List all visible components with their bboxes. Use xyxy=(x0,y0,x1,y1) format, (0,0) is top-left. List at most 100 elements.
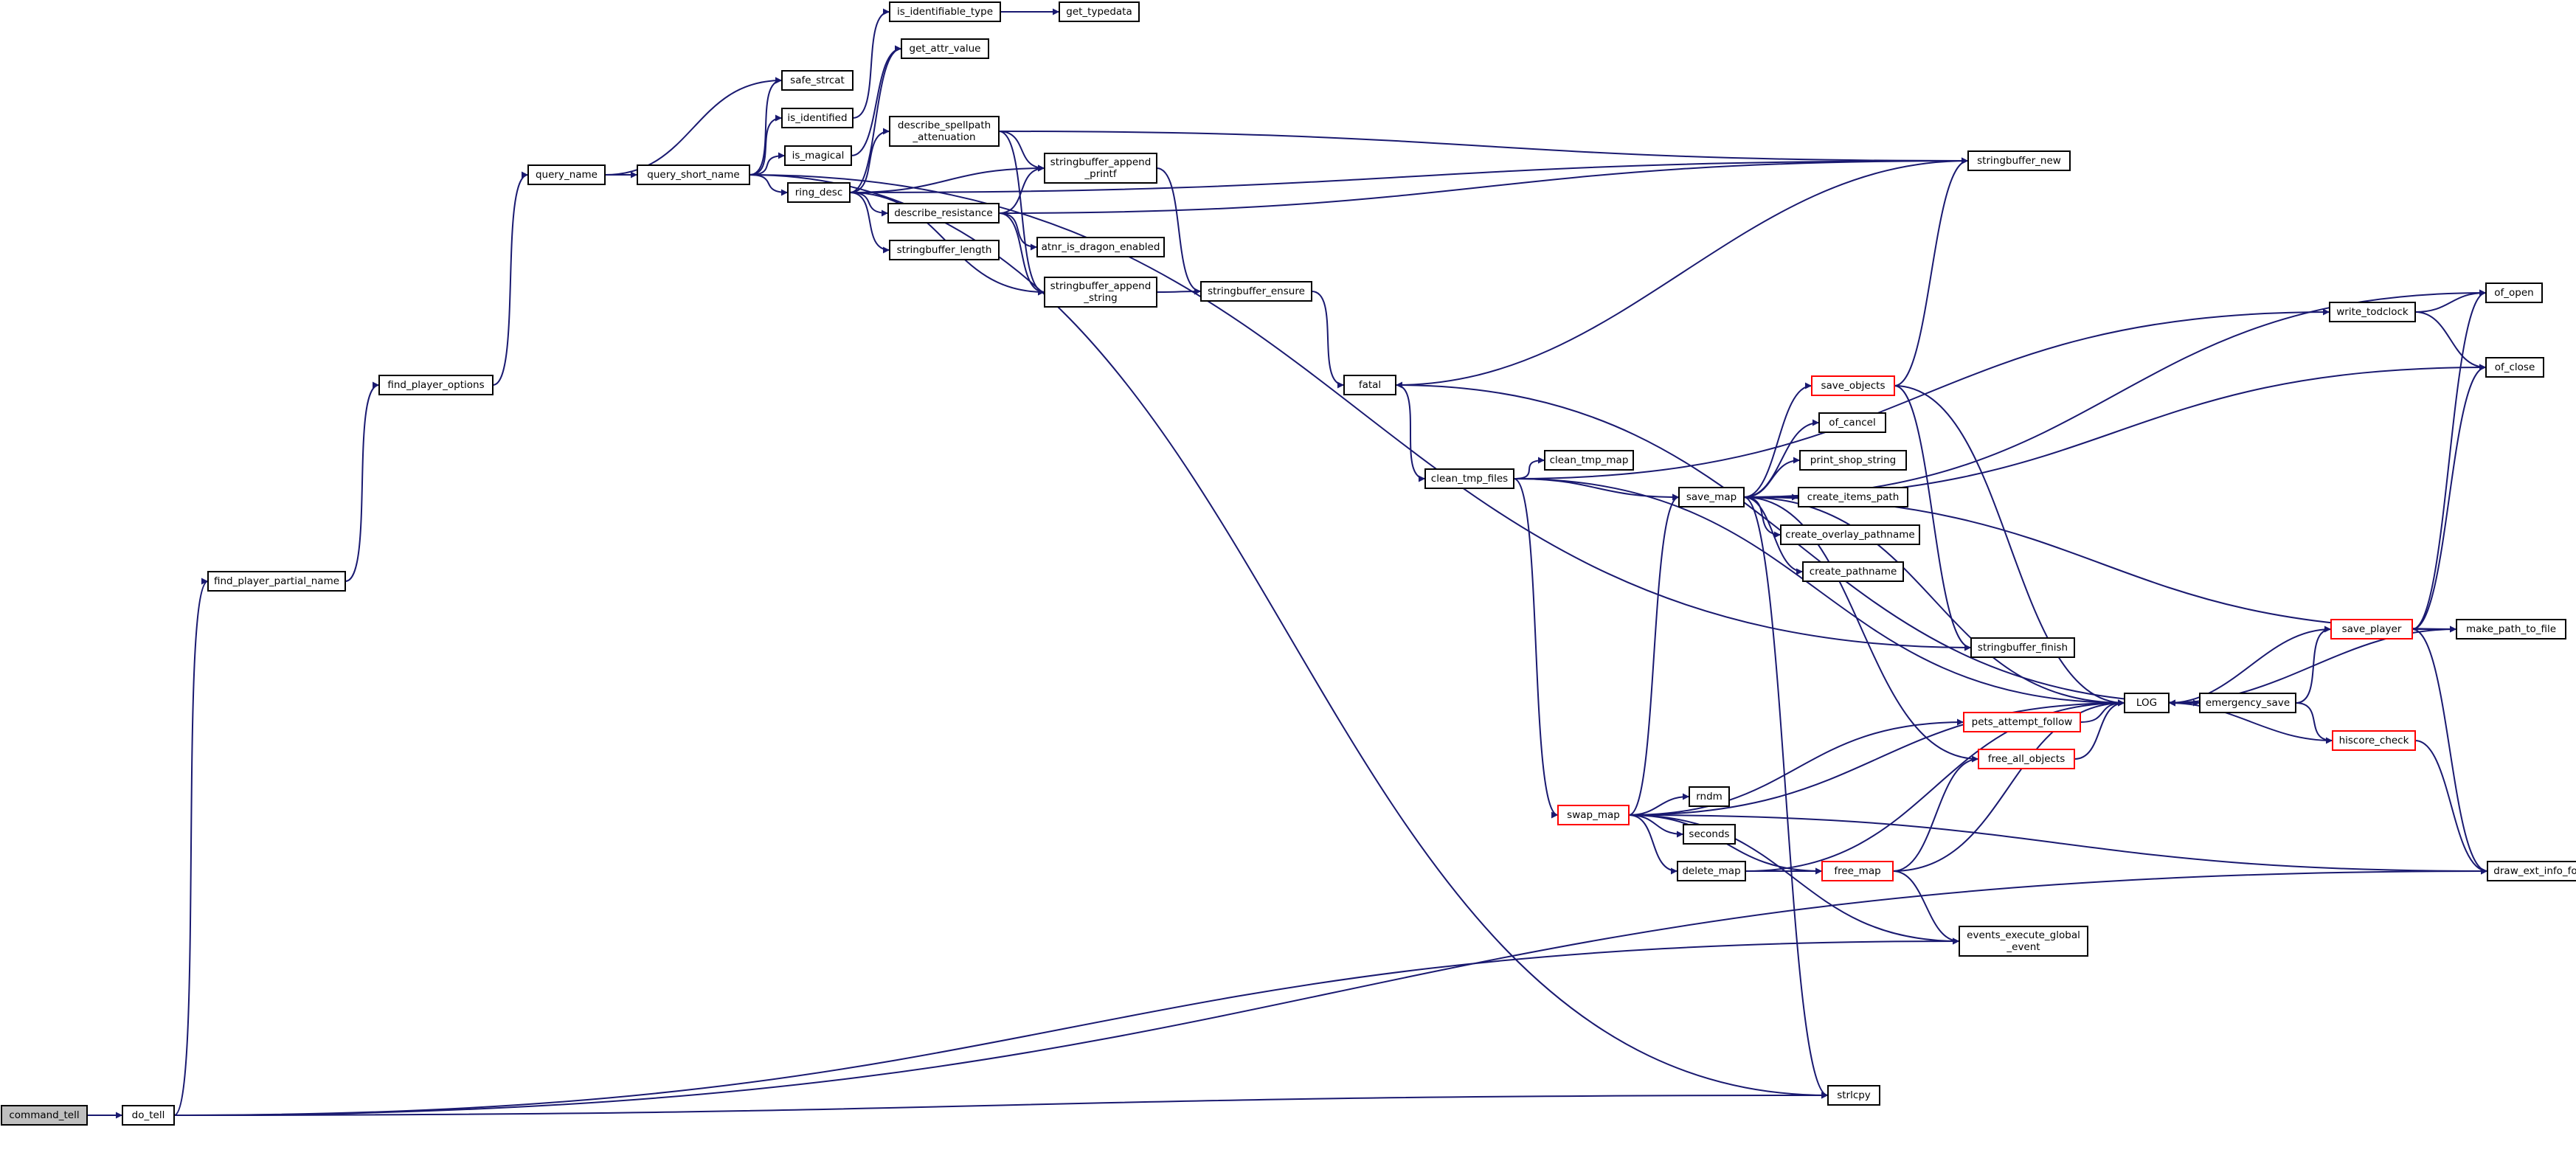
node-label: safe_strcat xyxy=(790,74,845,86)
node-get-typedata[interactable]: get_typedata xyxy=(1059,1,1140,22)
edge-describe-spellpath-attenuation-to-stringbuffer-new xyxy=(998,131,1969,164)
edge-describe-resistance-to-stringbuffer-append-string xyxy=(998,212,1045,296)
node-strlcpy[interactable]: strlcpy xyxy=(1827,1085,1880,1106)
node-swap-map[interactable]: swap_map xyxy=(1557,805,1630,825)
edge-swap-map-to-pets-attempt-follow xyxy=(1628,718,1964,816)
node-label: hiscore_check xyxy=(2339,735,2409,746)
edge-swap-map-to-delete-map xyxy=(1628,814,1678,875)
node-label: make_path_to_file xyxy=(2466,623,2556,635)
node-clean-tmp-map[interactable]: clean_tmp_map xyxy=(1544,450,1634,471)
node-query-name[interactable]: query_name xyxy=(527,164,606,185)
node-label: draw_ext_info_format xyxy=(2493,865,2576,877)
edge-do-tell-to-strlcpy xyxy=(173,1092,1829,1116)
edge-ring-desc-to-describe-spellpath-attenuation xyxy=(849,128,890,193)
edge-layer xyxy=(86,8,2488,1119)
node-command-tell[interactable]: command_tell xyxy=(1,1105,88,1126)
node-get-attr-value[interactable]: get_attr_value xyxy=(901,38,989,59)
node-fatal[interactable]: fatal xyxy=(1343,375,1396,395)
node-delete-map[interactable]: delete_map xyxy=(1677,861,1746,881)
node-box xyxy=(2487,861,2576,881)
edge-emergency-save-to-hiscore-check xyxy=(2295,702,2333,744)
node-box xyxy=(1424,468,1514,489)
node-LOG[interactable]: LOG xyxy=(2124,693,2170,713)
node-create-items-path[interactable]: create_items_path xyxy=(1798,487,1908,507)
edge-save-map-to-create-pathname xyxy=(1743,496,1804,575)
node-write-todclock[interactable]: write_todclock xyxy=(2329,302,2416,322)
node-save-player[interactable]: save_player xyxy=(2330,619,2413,640)
node-seconds[interactable]: seconds xyxy=(1683,824,1736,845)
edge-do-tell-to-events-execute-global-event xyxy=(173,937,1960,1116)
edge-find-player-partial-name-to-find-player-options xyxy=(344,381,380,582)
edge-hiscore-check-to-LOG xyxy=(2168,699,2333,741)
edge-stringbuffer-ensure-to-fatal xyxy=(1311,291,1345,389)
edge-swap-map-to-draw-ext-info-format xyxy=(1628,814,2488,875)
node-stringbuffer-length[interactable]: stringbuffer_length xyxy=(889,240,1000,260)
node-describe-resistance[interactable]: describe_resistance xyxy=(887,203,1000,223)
node-do-tell[interactable]: do_tell xyxy=(122,1105,175,1126)
edge-save-player-to-LOG xyxy=(2168,628,2332,707)
edge-save-objects-to-LOG xyxy=(1894,385,2125,707)
node-draw-ext-info-format[interactable]: draw_ext_info_format xyxy=(2487,861,2576,881)
node-rndm[interactable]: rndm xyxy=(1689,786,1730,807)
node-safe-strcat[interactable]: safe_strcat xyxy=(781,70,854,91)
node-stringbuffer-append-string[interactable]: stringbuffer_append_string xyxy=(1044,277,1157,308)
node-emergency-save[interactable]: emergency_save xyxy=(2199,693,2296,713)
edge-free-map-to-events-execute-global-event xyxy=(1892,870,1960,945)
node-label: stringbuffer_length xyxy=(897,244,992,256)
node-clean-tmp-files[interactable]: clean_tmp_files xyxy=(1424,468,1514,489)
node-of-close[interactable]: of_close xyxy=(2485,357,2544,378)
node-ring-desc[interactable]: ring_desc xyxy=(787,182,851,203)
edge-save-map-to-LOG xyxy=(1743,496,2125,707)
node-is-identifiable-type[interactable]: is_identifiable_type xyxy=(889,1,1001,22)
node-box xyxy=(1544,450,1634,471)
node-find-player-options[interactable]: find_player_options xyxy=(378,375,494,395)
node-label: seconds xyxy=(1689,828,1729,840)
node-layer: command_tell do_tell find_player_partial_n… xyxy=(1,1,2576,1126)
node-free-all-objects[interactable]: free_all_objects xyxy=(1978,749,2075,769)
node-is-magical[interactable]: is_magical xyxy=(784,145,852,166)
node-label: get_typedata xyxy=(1066,6,1132,18)
node-label: describe_spellpath xyxy=(898,119,991,131)
node-save-objects[interactable]: save_objects xyxy=(1811,375,1895,396)
edge-describe-resistance-to-stringbuffer-append-printf xyxy=(998,164,1045,214)
node-stringbuffer-append-printf[interactable]: stringbuffer_append_printf xyxy=(1044,153,1157,184)
node-hiscore-check[interactable]: hiscore_check xyxy=(2332,730,2416,751)
edge-ring-desc-to-stringbuffer-length xyxy=(849,192,890,254)
node-label: save_map xyxy=(1686,491,1737,503)
node-is-identified[interactable]: is_identified xyxy=(781,108,854,128)
node-find-player-partial-name[interactable]: find_player_partial_name xyxy=(207,571,346,592)
node-label: events_execute_global xyxy=(1967,929,2080,941)
node-box xyxy=(2330,619,2413,640)
node-stringbuffer-finish[interactable]: stringbuffer_finish xyxy=(1970,637,2075,658)
node-print-shop-string[interactable]: print_shop_string xyxy=(1799,450,1907,471)
node-label: stringbuffer_ensure xyxy=(1208,285,1305,297)
node-create-overlay-pathname[interactable]: create_overlay_pathname xyxy=(1780,524,1920,545)
node-stringbuffer-ensure[interactable]: stringbuffer_ensure xyxy=(1200,281,1312,302)
node-of-open[interactable]: of_open xyxy=(2485,283,2543,303)
node-free-map[interactable]: free_map xyxy=(1821,861,1894,881)
edge-query-short-name-to-is-magical xyxy=(749,152,786,176)
edge-save-objects-to-stringbuffer-new xyxy=(1894,157,1969,387)
node-create-pathname[interactable]: create_pathname xyxy=(1802,561,1904,582)
node-box xyxy=(1036,237,1165,257)
node-box xyxy=(1827,1085,1880,1106)
node-label: is_identified xyxy=(787,112,847,124)
node-make-path-to-file[interactable]: make_path_to_file xyxy=(2456,619,2566,640)
node-save-map[interactable]: save_map xyxy=(1678,487,1745,507)
node-atnr-is-dragon-enabled[interactable]: atnr_is_dragon_enabled xyxy=(1036,237,1165,257)
edge-find-player-options-to-query-name xyxy=(492,171,529,386)
node-stringbuffer-new[interactable]: stringbuffer_new xyxy=(1967,150,2071,171)
node-label: stringbuffer_finish xyxy=(1978,642,2068,654)
node-label: query_short_name xyxy=(647,169,739,181)
edge-save-player-to-of-close xyxy=(2411,364,2487,630)
edge-stringbuffer-new-to-fatal xyxy=(1395,160,1969,389)
edge-do-tell-to-find-player-partial-name xyxy=(173,578,209,1116)
node-describe-spellpath-attenuation[interactable]: describe_spellpath_attenuation xyxy=(889,116,1000,147)
node-pets-attempt-follow[interactable]: pets_attempt_follow xyxy=(1963,712,2081,732)
node-label: print_shop_string xyxy=(1810,454,1896,466)
node-label: _printf xyxy=(1084,168,1117,180)
node-query-short-name[interactable]: query_short_name xyxy=(637,164,750,185)
node-of-cancel[interactable]: of_cancel xyxy=(1818,412,1886,433)
node-events-execute-global-event[interactable]: events_execute_global_event xyxy=(1959,926,2088,957)
node-label: ring_desc xyxy=(795,187,843,198)
